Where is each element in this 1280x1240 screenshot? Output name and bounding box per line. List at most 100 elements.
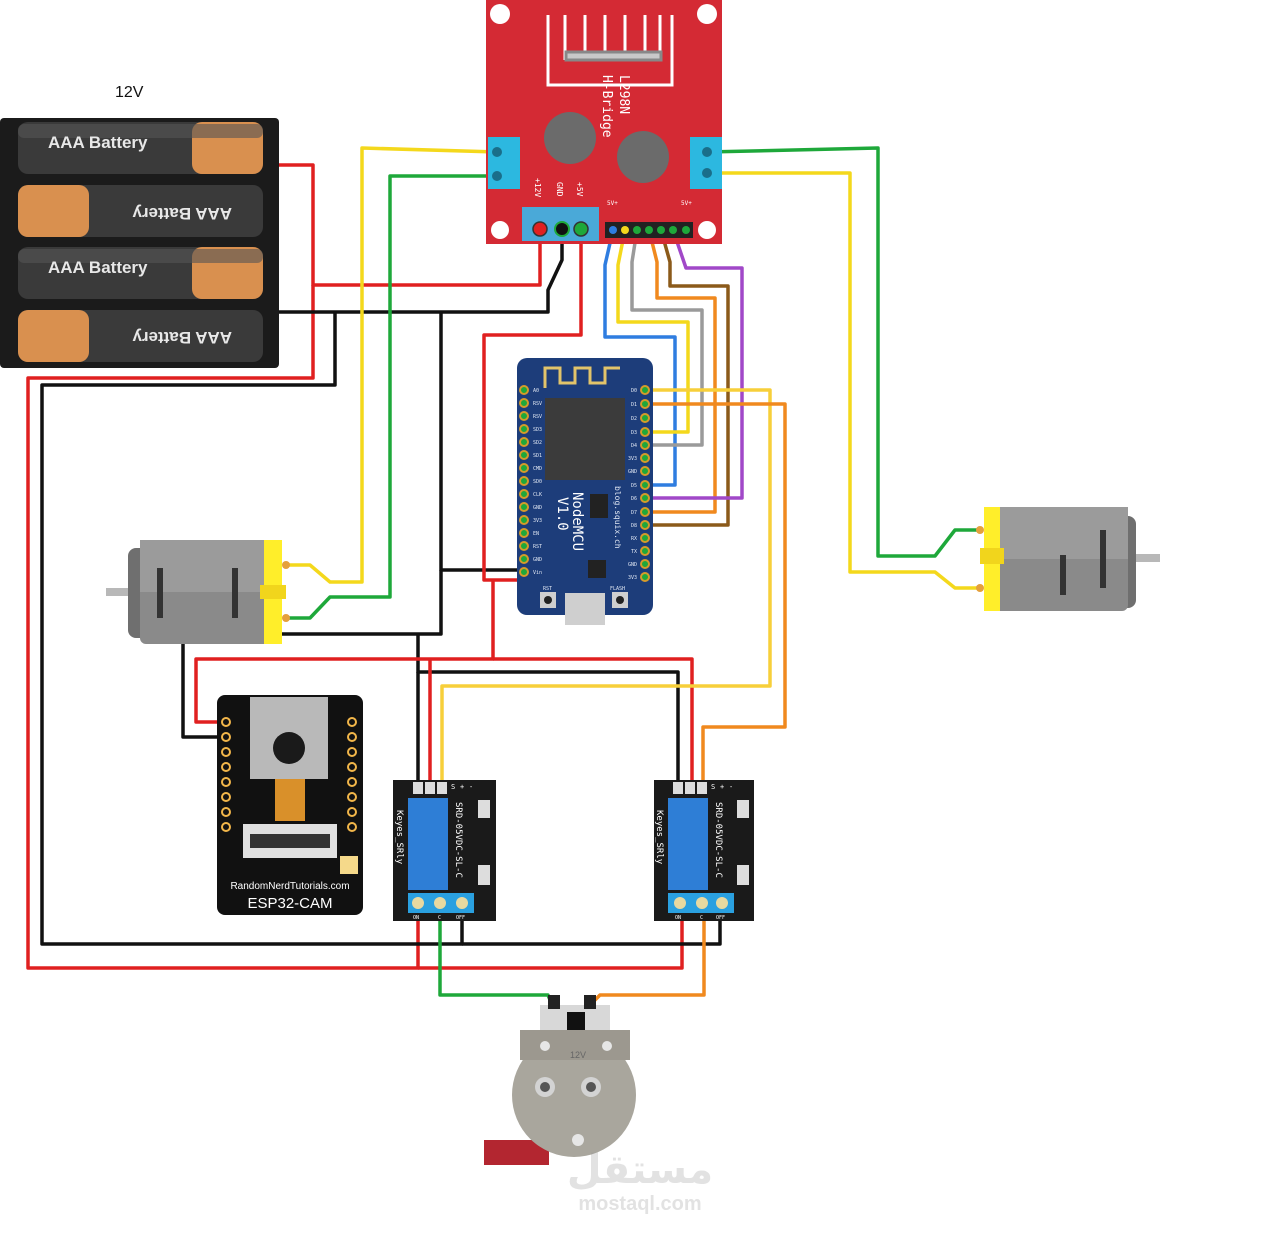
nodemcu-right-pins — [640, 385, 650, 582]
relay-2-pin-minus: - — [729, 783, 733, 791]
hbridge-capacitor-2 — [617, 131, 669, 183]
wire-signal-relay2 — [440, 388, 772, 786]
wire-5v-relays — [194, 580, 495, 724]
battery-cell-3: AAA Battery — [18, 247, 263, 299]
relay-1-part: SRD-05VDC-SL-C — [453, 802, 463, 878]
battery-cell-3-label: AAA Battery — [48, 258, 148, 277]
pin-label-right-5: D4 — [631, 443, 637, 449]
pin-label-right-2: D1 — [631, 402, 637, 408]
relay-2-term-on: ON — [675, 915, 681, 921]
pin-label-left-12: EN — [533, 531, 539, 537]
wire-battery-gnd — [275, 230, 564, 314]
pin-label-right-4: D3 — [631, 430, 637, 436]
wire-ctrl-blue — [603, 229, 677, 487]
nodemcu-left-pins — [519, 385, 529, 577]
pin-label-right-8: D5 — [631, 483, 637, 489]
dc-motor-left — [106, 540, 290, 644]
hbridge-jumper-right: 5V+ — [681, 200, 692, 207]
pin-label-right-3: D2 — [631, 416, 637, 422]
hbridge-terminal-left — [488, 137, 520, 189]
nodemcu-flash-label: FLASH — [610, 586, 625, 592]
watermark-arabic: مستقل — [567, 1148, 713, 1192]
esp32-cam-website: RandomNerdTutorials.com — [230, 881, 349, 892]
wire-motorA-yellow — [285, 146, 498, 584]
nodemcu-esp-chip — [545, 398, 625, 480]
pin-label-left-15: Vin — [533, 570, 542, 576]
pin-label-right-11: D8 — [631, 523, 637, 529]
pin-label-left-2: RSV — [533, 401, 542, 407]
pin-label-right-14: GND — [628, 562, 637, 568]
pin-label-left-10: GND — [533, 505, 542, 511]
hbridge-heatsink — [546, 15, 674, 87]
pin-label-left-8: SD0 — [533, 479, 542, 485]
relay-2-pin-s: S — [711, 783, 715, 791]
pin-label-right-10: D7 — [631, 510, 637, 516]
battery-cell-1-label: AAA Battery — [48, 133, 148, 152]
nodemcu-credit: blog.squix.ch — [613, 486, 622, 549]
pin-label-left-7: CMD — [533, 466, 542, 472]
battery-cell-4-label: AAA Battery — [132, 328, 232, 347]
hbridge-pin-5v-label: +5V — [575, 182, 584, 197]
pump-marking: 12V — [570, 1050, 586, 1060]
relay-2-brand: Keyes_SRly — [654, 810, 664, 865]
hbridge-pin-gnd-label: GND — [555, 182, 564, 197]
pin-label-right-15: 3V3 — [628, 575, 637, 581]
supply-voltage-label: 12V — [115, 84, 144, 101]
pin-label-left-13: RST — [533, 544, 542, 550]
wire-signal-relay1 — [645, 402, 787, 786]
watermark-latin: mostaql.com — [578, 1193, 701, 1215]
relay-1-brand: Keyes_SRly — [394, 810, 404, 865]
hbridge-pin-gnd — [554, 221, 570, 237]
nodemcu-board: A0 RSV RSV SD3 SD2 SD1 CMD SD0 CLK GND 3… — [517, 358, 653, 625]
wire-ctrl-yellow — [616, 229, 690, 434]
battery-cell-2-label: AAA Battery — [132, 204, 232, 223]
nodemcu-rst-label: RST — [543, 586, 552, 592]
relay-2-pin-plus: + — [720, 783, 724, 791]
relay-1-pin-s: S — [451, 783, 455, 791]
pin-label-right-6: 3V3 — [628, 456, 637, 462]
pin-label-left-4: SD3 — [533, 427, 542, 433]
wire-ctrl-brown — [645, 229, 730, 527]
wire-red-main-loop — [26, 285, 420, 970]
wire-motorB-green — [706, 146, 983, 558]
battery-holder — [0, 118, 279, 368]
relay-module-2: S + - Keyes_SRly SRD-05VDC-SL-C ON C OFF — [654, 780, 754, 921]
l298n-hbridge: L298N H-Bridge +12V GND +5V 5V+ 5V+ — [486, 0, 722, 244]
wire-black-relay1-gnd — [416, 634, 680, 786]
hbridge-control-header — [605, 222, 693, 238]
wire-black-main-loop — [40, 312, 464, 946]
relay-1-pin-plus: + — [460, 783, 464, 791]
pin-label-right-13: TX — [631, 549, 637, 555]
hbridge-pin-5v — [573, 221, 589, 237]
wire-ctrl-orange — [645, 229, 717, 514]
esp32-cam-name: ESP32-CAM — [247, 895, 332, 912]
pin-label-left-3: RSV — [533, 414, 542, 420]
hbridge-pin-12v — [532, 221, 548, 237]
relay-2-term-off: OFF — [716, 915, 725, 921]
pin-label-right-9: D6 — [631, 496, 637, 502]
dc-motor-right — [976, 507, 1160, 611]
nodemcu-right-pin-labels: D0 D1 D2 D3 D4 3V3 GND D5 D6 D7 D8 RX TX… — [628, 388, 637, 581]
relay-2-term-c: C — [700, 915, 703, 921]
wire-red-to-relay2 — [418, 915, 684, 970]
battery-pack: AAA Battery AAA Battery AAA Battery AAA … — [0, 118, 279, 368]
pin-label-right-1: D0 — [631, 388, 637, 394]
nodemcu-usb-port — [565, 593, 605, 625]
relay-1-term-c: C — [438, 915, 441, 921]
hbridge-terminal-right — [690, 137, 722, 189]
relay-module-1: S + - Keyes_SRly SRD-05VDC-SL-C ON C OFF — [393, 780, 496, 921]
nodemcu-version: V1.0 — [554, 497, 570, 531]
pin-label-left-11: 3V3 — [533, 518, 542, 524]
pin-label-left-1: A0 — [533, 388, 539, 394]
wire-5v-relay2 — [493, 657, 694, 786]
wire-black-to-relay2 — [462, 915, 722, 946]
wire-ctrl-purple — [645, 229, 744, 500]
wire-motorB-yellow — [707, 171, 983, 590]
relay-1-pin-minus: - — [469, 783, 473, 791]
relay-1-term-on: ON — [413, 915, 419, 921]
wire-pump-orange — [588, 915, 706, 1007]
nodemcu-name: NodeMCU — [569, 492, 585, 551]
nodemcu-antenna — [543, 366, 620, 388]
battery-cell-2: AAA Battery — [18, 185, 263, 237]
